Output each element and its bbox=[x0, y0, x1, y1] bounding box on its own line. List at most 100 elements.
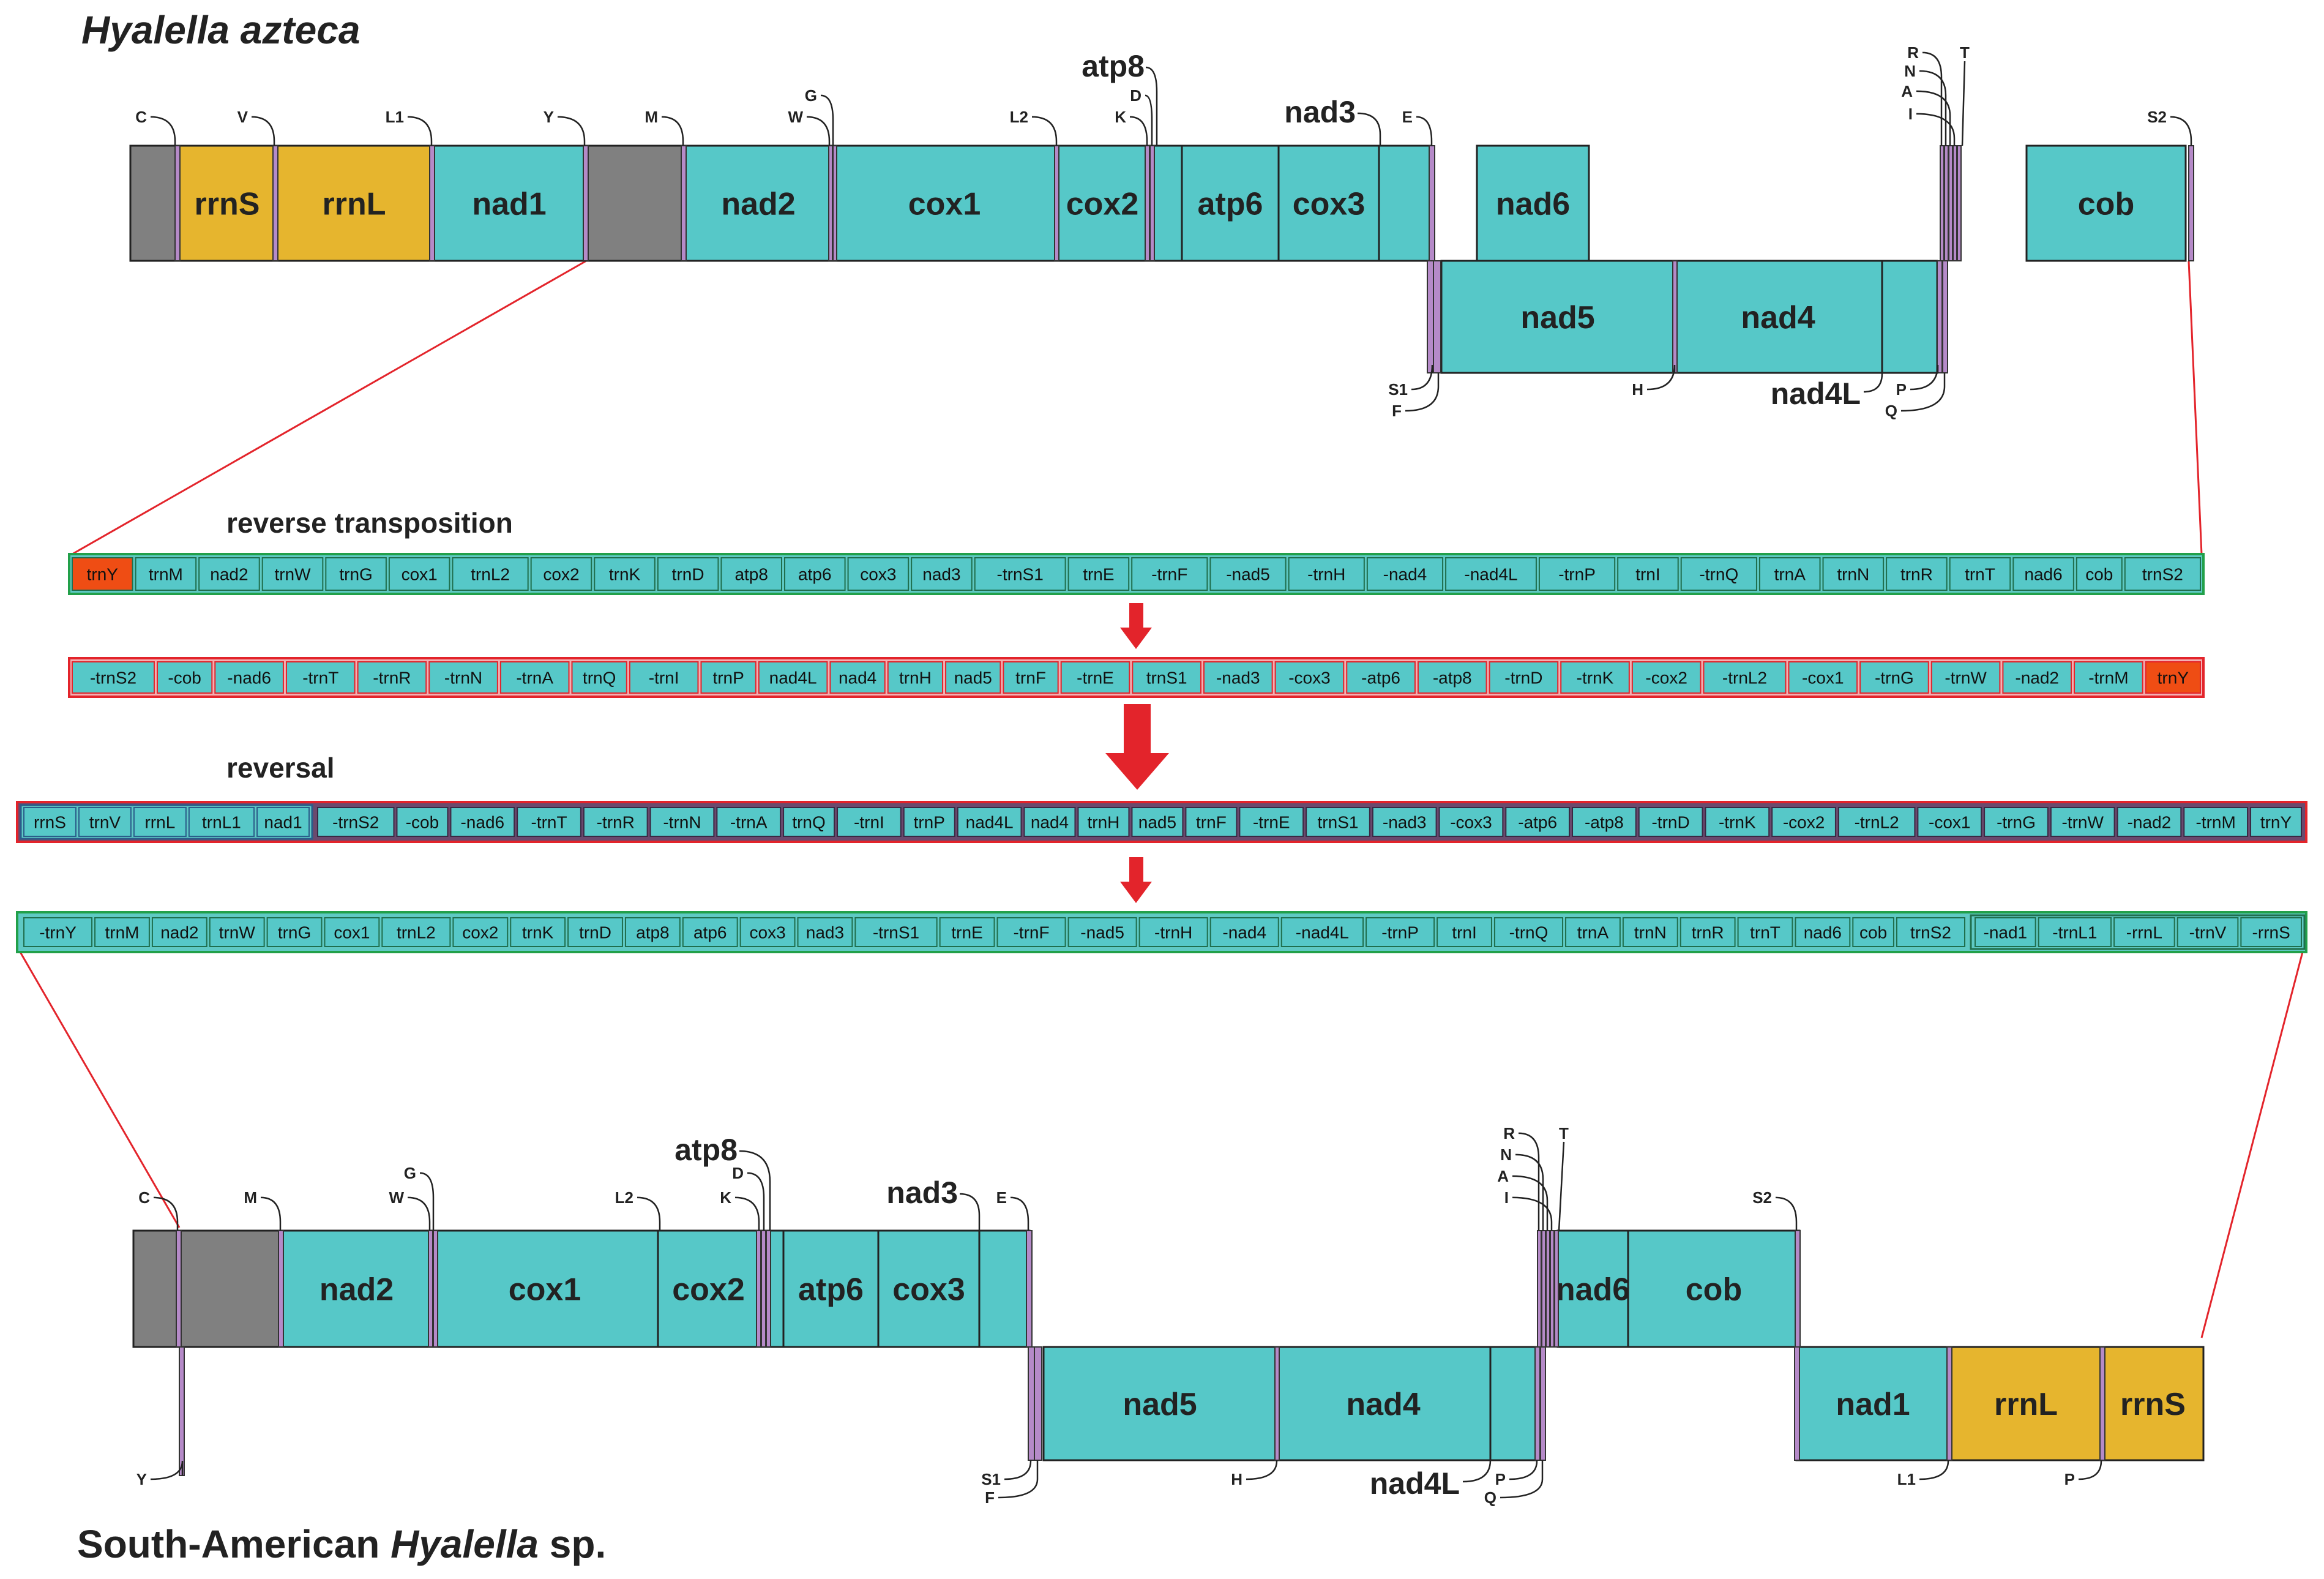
top-map-block-10 bbox=[1277, 144, 1380, 262]
row4-left-cell-25 bbox=[1622, 917, 1678, 947]
row4-left-label-trnr-26: trnR bbox=[1692, 923, 1724, 942]
row1-cell-8 bbox=[594, 557, 656, 591]
row3-right-cell-26 bbox=[1984, 807, 2049, 837]
row4-left-cell-4 bbox=[266, 917, 323, 947]
row3-right-label-trnn-5: -trnN bbox=[663, 813, 701, 832]
top-map-block-3 bbox=[431, 144, 588, 262]
bottom-map-lower-label-rrnl-4: rrnL bbox=[1994, 1387, 2058, 1422]
row2-label-trnt-3: -trnT bbox=[302, 669, 338, 688]
bottom-map-trna-leader-g-2 bbox=[419, 1172, 435, 1231]
row2-label-trnq-7: trnQ bbox=[583, 669, 616, 688]
row1-label-trnt-27: trnT bbox=[1965, 565, 1995, 584]
top-map-trna-leader-s1-b0 bbox=[1411, 364, 1433, 391]
row1-cell-29 bbox=[2076, 557, 2123, 591]
top-map-trna-bar-21 bbox=[1942, 260, 1948, 373]
row3-right-label-cob-1: -cob bbox=[406, 813, 439, 832]
row4-left-cell-15 bbox=[939, 917, 995, 947]
row1-label-trnw-3: trnW bbox=[274, 565, 311, 584]
row3-left-label-rrnl-2: rrnL bbox=[144, 813, 175, 832]
top-map-label-cob-13: cob bbox=[2078, 187, 2134, 222]
row3-right-label-atp6-19: -atp6 bbox=[1518, 813, 1557, 832]
row3-right-cell-29 bbox=[2183, 807, 2249, 837]
row3-right-label-trnq-7: trnQ bbox=[792, 813, 825, 832]
connector-line-top-left bbox=[72, 260, 587, 555]
row3-right-cell-22 bbox=[1705, 807, 1770, 837]
row4-left-cell-16 bbox=[996, 917, 1066, 947]
top-map-block-2 bbox=[275, 144, 433, 262]
row2-label-trnd-21: -trnD bbox=[1504, 669, 1542, 688]
row3-right-label-atp8-20: -atp8 bbox=[1585, 813, 1624, 832]
row4-left-label-trni-22: trnI bbox=[1452, 923, 1476, 942]
bottom-map-block-6 bbox=[782, 1229, 880, 1348]
row1-label-atp8-10: atp8 bbox=[734, 565, 768, 584]
row4-left-cell-26 bbox=[1679, 917, 1736, 947]
row1-cell-0 bbox=[72, 557, 133, 591]
row3-right-label-trnh-12: trnH bbox=[1087, 813, 1119, 832]
bottom-map-trna-bar-0 bbox=[176, 1230, 182, 1348]
row4-left-cell-22 bbox=[1437, 917, 1492, 947]
bottom-map-trna-bar-18 bbox=[1534, 1346, 1541, 1461]
bottom-map-trna-leader-s1-b1 bbox=[1004, 1460, 1032, 1480]
row2-label-nad4-11: nad4 bbox=[839, 669, 876, 688]
row2-cell-29 bbox=[2074, 661, 2143, 694]
row2-label-trnp-9: trnP bbox=[712, 669, 744, 688]
row3-right-label-trns1-16: trnS1 bbox=[1318, 813, 1359, 832]
top-map-trna-leader-q-b4 bbox=[1900, 373, 1946, 412]
row1-cell-12 bbox=[847, 557, 910, 591]
row1-cell-4 bbox=[325, 557, 387, 591]
bottom-map-trna-bar-3 bbox=[428, 1230, 433, 1348]
top-species-name: Hyalella azteca bbox=[81, 8, 361, 52]
row1-label-trnm-1: trnM bbox=[149, 565, 183, 584]
bottom-map-label-cob-10: cob bbox=[1686, 1272, 1742, 1308]
row3-right-label-trne-15: -trnE bbox=[1253, 813, 1290, 832]
top-map-trna-label-r-12: R bbox=[1907, 43, 1919, 62]
row3-right-label-cox2-23: -cox2 bbox=[1783, 813, 1825, 832]
bottom-map-trna-leader-t bbox=[1558, 1141, 1565, 1231]
bottom-map-trna-bar-4 bbox=[433, 1230, 438, 1348]
row4-left-cell-30 bbox=[1896, 917, 1966, 947]
bottom-map-trna-bar-15 bbox=[1028, 1346, 1035, 1461]
top-map-trna-leader-h-b2 bbox=[1646, 364, 1676, 391]
row3-right-label-trnw-27: -trnW bbox=[2061, 813, 2104, 832]
bottom-map-block-8 bbox=[978, 1229, 1031, 1348]
row4-left-label-nad4-19: -nad4 bbox=[1222, 923, 1266, 942]
top-map-trna-label-v-1: V bbox=[237, 108, 248, 126]
row4-left-label-cox2-7: cox2 bbox=[462, 923, 498, 942]
row3-right-label-trnm-29: -trnM bbox=[2195, 813, 2235, 832]
row1-label-trnr-26: trnR bbox=[1900, 565, 1933, 584]
bottom-species-prefix: South-American bbox=[77, 1522, 391, 1566]
row3-right-label-nad4l-10: nad4L bbox=[966, 813, 1014, 832]
top-map-trna-leader-c-0 bbox=[150, 116, 176, 146]
row2-label-cob-1: -cob bbox=[168, 669, 201, 688]
row1-label-trnh-18: -trnH bbox=[1307, 565, 1345, 584]
bottom-map-lower-block-0 bbox=[1042, 1346, 1277, 1461]
row3-left-label-rrns-0: rrnS bbox=[34, 813, 66, 832]
top-map-trna-bar-17 bbox=[1427, 260, 1434, 373]
top-map-trna-label-d-9: D bbox=[1130, 86, 1141, 105]
row2-cell-0 bbox=[72, 661, 155, 694]
row2-label-nad5-13: nad5 bbox=[954, 669, 992, 688]
bottom-map-trna-bar-17 bbox=[1274, 1346, 1280, 1461]
section-label-reverse-transposition: reverse transposition bbox=[226, 507, 513, 539]
row4-left-label-cob-29: cob bbox=[1859, 923, 1887, 942]
row1-cell-1 bbox=[135, 557, 197, 591]
row4-left-label-trnt-27: trnT bbox=[1750, 923, 1780, 942]
top-map-trna-bar-6 bbox=[832, 145, 837, 261]
top-map-lower-label-nad4-1: nad4 bbox=[1741, 300, 1815, 336]
row3-right-cell-20 bbox=[1572, 807, 1637, 837]
arrow-2 bbox=[1105, 704, 1169, 790]
row4-left-label-trns2-30: trnS2 bbox=[1910, 923, 1951, 942]
row1-cell-20 bbox=[1445, 557, 1537, 591]
row3-right-cell-6 bbox=[716, 807, 782, 837]
top-map-trna-leader-l1-2 bbox=[407, 116, 433, 146]
top-map-label-cox2-7: cox2 bbox=[1066, 187, 1139, 222]
row3-right-cell-2 bbox=[450, 807, 515, 837]
row4-left-label-nad2-2: nad2 bbox=[160, 923, 198, 942]
row4-left-cell-6 bbox=[381, 917, 451, 947]
row4-right-cell-3 bbox=[2176, 917, 2239, 947]
bottom-map-trna-leader-w-3 bbox=[407, 1196, 431, 1231]
bottom-map-trna-bar-5 bbox=[756, 1230, 761, 1348]
bottom-map-trna-label-t: T bbox=[1559, 1124, 1569, 1142]
bottom-map-trna-bar-10 bbox=[1541, 1230, 1546, 1348]
row2-cell-7 bbox=[571, 661, 627, 694]
